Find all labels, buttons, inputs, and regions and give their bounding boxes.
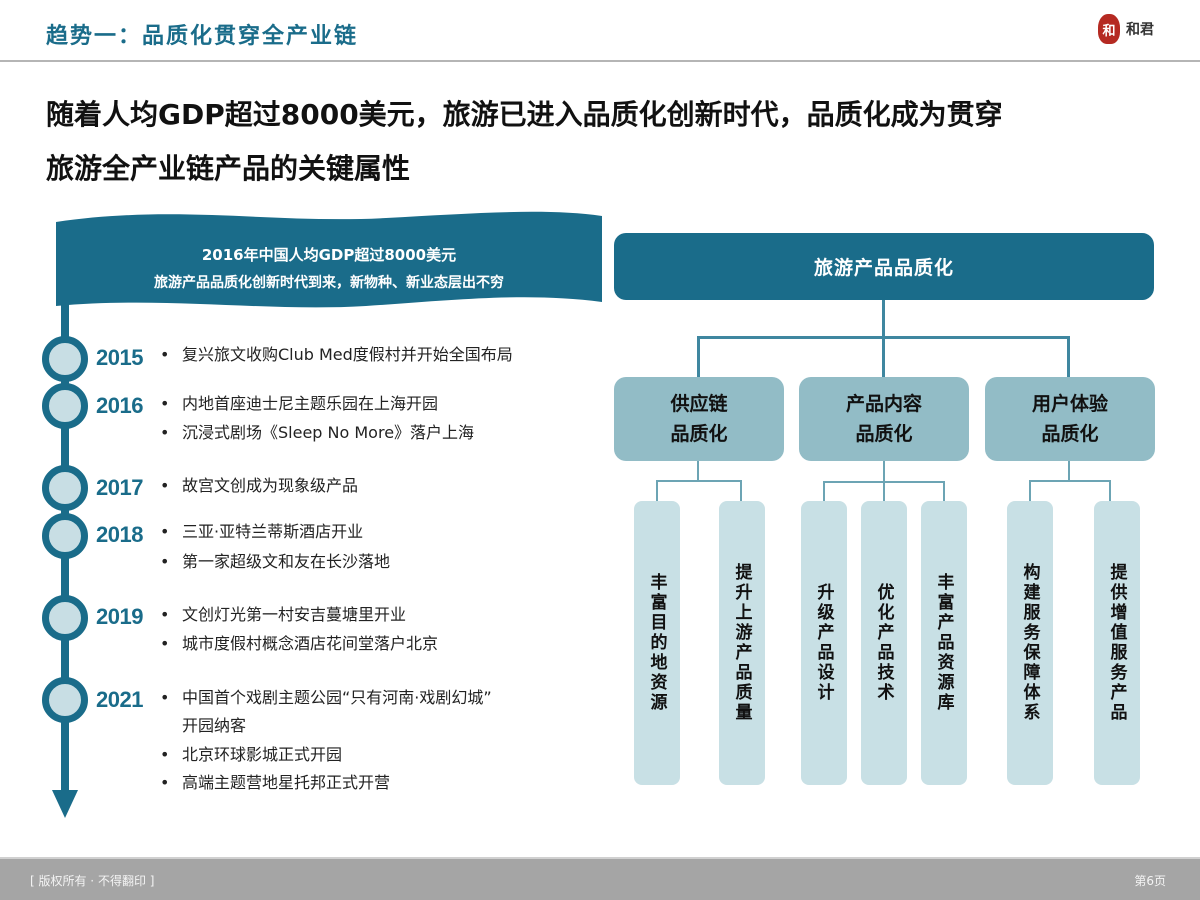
connector bbox=[697, 336, 700, 377]
leaf-item: 丰富产品资源库 bbox=[921, 501, 967, 785]
gdp-banner: 2016年中国人均GDP超过8000美元 旅游产品品质化创新时代到来，新物种、新… bbox=[56, 210, 602, 330]
timeline-event: •文创灯光第一村安吉蔓塘里开业 bbox=[160, 605, 407, 624]
timeline-event: •三亚·亚特兰蒂斯酒店开业 bbox=[160, 522, 364, 541]
leaf-item: 构建服务保障体系 bbox=[1007, 501, 1053, 785]
connector bbox=[1109, 480, 1111, 501]
timeline-event: •北京环球影城正式开园 bbox=[160, 745, 343, 764]
header-divider bbox=[0, 60, 1200, 62]
timeline-event: •沉浸式剧场《Sleep No More》落户上海 bbox=[160, 423, 475, 442]
connector bbox=[697, 336, 1070, 339]
connector bbox=[823, 481, 825, 501]
timeline-node-2018 bbox=[42, 513, 88, 559]
timeline-event: •第一家超级文和友在长沙落地 bbox=[160, 552, 391, 571]
leaf-item: 升级产品设计 bbox=[801, 501, 847, 785]
timeline-event: •复兴旅文收购Club Med度假村并开始全国布局 bbox=[160, 345, 513, 364]
logo-name: 和君 bbox=[1126, 22, 1154, 38]
connector bbox=[823, 481, 945, 483]
arrow-down-icon bbox=[52, 790, 78, 818]
headline-line-2: 旅游全产业链产品的关键属性 bbox=[46, 152, 411, 185]
timeline-year: 2015 bbox=[96, 345, 143, 370]
timeline-year: 2016 bbox=[96, 393, 143, 418]
logo-seal-icon: 和 bbox=[1098, 14, 1120, 44]
timeline-node-2015 bbox=[42, 336, 88, 382]
timeline-node-2019 bbox=[42, 595, 88, 641]
timeline-year: 2017 bbox=[96, 475, 143, 500]
connector bbox=[740, 480, 742, 501]
headline-line-1: 随着人均GDP超过8000美元，旅游已进入品质化创新时代，品质化成为贯穿 bbox=[46, 98, 1003, 131]
banner-line-1: 2016年中国人均GDP超过8000美元 bbox=[201, 246, 457, 264]
timeline-event: •中国首个戏剧主题公园“只有河南·戏剧幻城” bbox=[160, 688, 492, 707]
headline: 随着人均GDP超过8000美元，旅游已进入品质化创新时代，品质化成为贯穿 旅游全… bbox=[46, 88, 1166, 196]
timeline-node-2016 bbox=[42, 383, 88, 429]
leaf-item: 提升上游产品质量 bbox=[719, 501, 765, 785]
copyright-notice: [ 版权所有 · 不得翻印 ] bbox=[30, 874, 155, 888]
branch-user-experience: 用户体验品质化 bbox=[985, 377, 1155, 461]
header: 趋势一：品质化贯穿全产业链 和 和君 bbox=[0, 0, 1200, 62]
section-title: 趋势一：品质化贯穿全产业链 bbox=[46, 24, 359, 49]
connector bbox=[656, 480, 742, 482]
tree-root: 旅游产品品质化 bbox=[614, 233, 1154, 300]
connector bbox=[1029, 480, 1111, 482]
timeline-year: 2019 bbox=[96, 604, 143, 629]
timeline-year: 2018 bbox=[96, 522, 143, 547]
banner-flag-shape bbox=[56, 211, 602, 308]
leaf-item: 提供增值服务产品 bbox=[1094, 501, 1140, 785]
page-number: 第6页 bbox=[1134, 874, 1166, 888]
connector bbox=[697, 461, 699, 481]
timeline-event: •故宫文创成为现象级产品 bbox=[160, 476, 359, 495]
timeline-node-2021 bbox=[42, 677, 88, 723]
leaf-item: 丰富目的地资源 bbox=[634, 501, 680, 785]
logo: 和 和君 bbox=[1098, 14, 1154, 44]
timeline-year: 2021 bbox=[96, 687, 143, 712]
timeline-node-2017 bbox=[42, 465, 88, 511]
footer: [ 版权所有 · 不得翻印 ] 第6页 bbox=[0, 857, 1200, 900]
connector bbox=[943, 481, 945, 501]
timeline-event-continued: 开园纳客 bbox=[182, 716, 247, 735]
leaf-item: 优化产品技术 bbox=[861, 501, 907, 785]
branch-product-content: 产品内容品质化 bbox=[799, 377, 969, 461]
connector bbox=[1029, 480, 1031, 501]
timeline-event: •城市度假村概念酒店花间堂落户北京 bbox=[160, 634, 439, 653]
connector bbox=[656, 480, 658, 501]
branch-supply-chain: 供应链品质化 bbox=[614, 377, 784, 461]
timeline-event: •内地首座迪士尼主题乐园在上海开园 bbox=[160, 394, 439, 413]
connector bbox=[1067, 336, 1070, 377]
banner-line-2: 旅游产品品质化创新时代到来，新物种、新业态层出不穷 bbox=[154, 275, 504, 291]
timeline-event: •高端主题营地星托邦正式开营 bbox=[160, 773, 391, 792]
connector bbox=[1068, 461, 1070, 481]
